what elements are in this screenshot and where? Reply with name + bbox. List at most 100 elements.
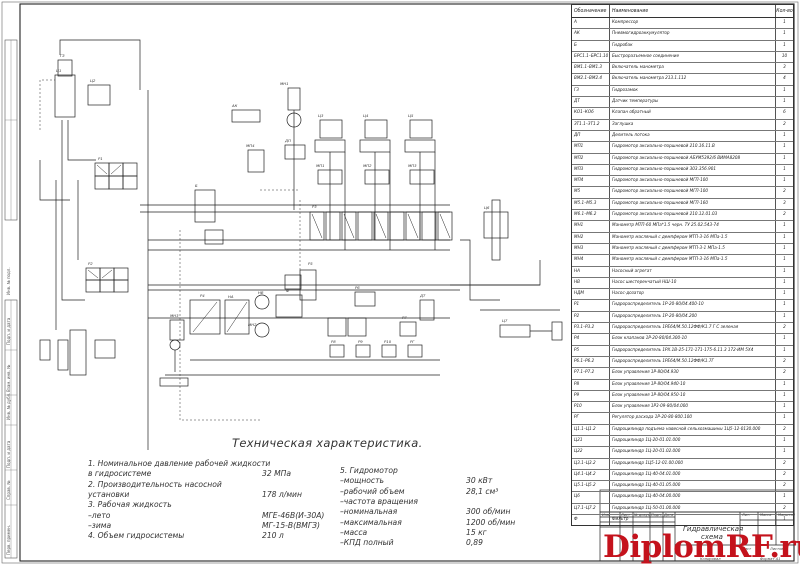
spec-name: Гидромотор аксиально-поршневой МГП-160 — [610, 198, 776, 210]
spec-designation: ЗТ1.1–ЗТ1.2 — [572, 119, 610, 130]
tech-label: –КПД полный — [340, 538, 394, 548]
spec-qty: 1 — [783, 42, 786, 48]
spec-qty: 1 — [783, 449, 786, 455]
spec-designation: НВ — [572, 277, 610, 289]
spec-designation: МН4 — [572, 255, 610, 266]
component-label: Ц1 — [56, 68, 61, 73]
watermark: DiplomRF.ru — [603, 529, 800, 565]
tech-label: в гидросистеме — [88, 469, 152, 479]
spec-qty: 2 — [783, 212, 786, 218]
spec-name: Гидрозамок — [610, 85, 776, 97]
component-label: Р1 — [98, 156, 103, 161]
spec-name: Гидроцилиндр 1Ц-50-01.00.000 — [610, 503, 776, 515]
stamp-label: Копировал — [700, 557, 721, 561]
spec-qty: 1 — [783, 336, 786, 342]
tech-value: 210 л — [262, 531, 284, 541]
component-label: МП2 — [363, 163, 372, 168]
side-label: Перв. примен. — [6, 524, 11, 555]
spec-designation: Р10 — [572, 402, 610, 413]
tech-value: 178 л/мин — [262, 489, 302, 499]
side-label: Подп. и дата — [6, 440, 11, 468]
component-label: АК — [231, 103, 238, 108]
spec-name: Гидроцилиндр 1Ц-40-04.01.000 — [610, 469, 776, 481]
spec-qty: 1 — [783, 494, 786, 500]
tech-label: 5. Гидромотор — [340, 466, 398, 475]
spec-designation: БРС1.1–БРС1.10 — [572, 51, 610, 63]
spec-designation: Р1 — [572, 300, 610, 311]
component-label: ДТ — [419, 293, 426, 298]
spec-name: Насос-дозатор — [610, 289, 776, 300]
tech-label: 2. Производительность насосной — [88, 479, 222, 489]
spec-qty: 1 — [783, 415, 786, 421]
spec-qty: 2 — [783, 121, 786, 127]
component-label: ДП — [284, 138, 291, 143]
spec-header-qty: Кол-во — [776, 8, 793, 14]
spec-designation: Ц4.1–Ц4.2 — [572, 469, 610, 481]
tech-value: МГ-15-В(ВМГЗ) — [262, 520, 320, 530]
component-label: НА — [228, 294, 234, 299]
spec-designation: Ц7.1–Ц7.2 — [572, 503, 610, 515]
spec-header-name: Наименование — [610, 5, 776, 17]
spec-name: Гидроцилиндр 1Ц-40-01.05.000 — [610, 481, 776, 492]
spec-qty: 1 — [783, 20, 786, 25]
component-label: МП4 — [246, 143, 255, 148]
spec-qty: 4 — [783, 76, 786, 82]
component-label: Ц2 — [90, 78, 96, 83]
spec-designation: МП4 — [572, 176, 610, 187]
spec-qty: 2 — [783, 370, 786, 376]
spec-designation: ВМ1.1–ВМ1.3 — [572, 63, 610, 74]
spec-qty: 6 — [783, 110, 786, 116]
spec-qty: 1 — [783, 132, 786, 138]
component-label: МП3 — [408, 163, 417, 168]
tech-label: установки — [88, 489, 130, 499]
spec-designation: Ц22 — [572, 447, 610, 458]
spec-header-designation: Обозначение — [572, 5, 610, 17]
spec-designation: НА — [572, 266, 610, 277]
spec-name: Фильтр — [610, 515, 776, 526]
tech-title: Техническая характеристика. — [232, 436, 423, 450]
spec-name: Насосный агрегат — [610, 266, 776, 277]
spec-name: Гидроцилиндр подъема навесной сельхозмаш… — [610, 424, 776, 435]
spec-designation: М5 — [572, 187, 610, 198]
spec-qty: 1 — [783, 268, 786, 274]
spec-qty: 1 — [783, 178, 786, 184]
spec-qty: 1 — [783, 234, 786, 240]
spec-designation: Р6.1–Р6.2 — [572, 356, 610, 368]
tech-label: –частота вращения — [340, 496, 418, 506]
spec-qty: 10 — [781, 53, 788, 59]
side-label: Подп. и дата — [6, 317, 11, 345]
spec-designation: Р4 — [572, 334, 610, 345]
spec-name: Блок управления 1Р-80/04.930 — [610, 368, 776, 379]
spec-name: Манометр МТП-60 МПа*1.5 черн. ТУ 25.02.5… — [610, 221, 776, 232]
spec-qty: 2 — [783, 325, 786, 331]
tech-label: 1. Номинальное давление рабочей жидкости — [88, 459, 271, 468]
tech-value: 30 кВт — [466, 476, 493, 486]
spec-designation: ДТ — [572, 97, 610, 108]
component-label: РГ — [410, 339, 415, 344]
spec-header: Обозначение Наименование Кол-во — [572, 5, 793, 18]
spec-qty: 1 — [783, 155, 786, 161]
component-label: Р8 — [331, 339, 336, 344]
spec-name: Гидромотор аксиально-поршневой АБУМ5392/… — [610, 153, 776, 164]
spec-name: Гидрораспределитель 1Р-20-80/04.200 — [610, 311, 776, 322]
